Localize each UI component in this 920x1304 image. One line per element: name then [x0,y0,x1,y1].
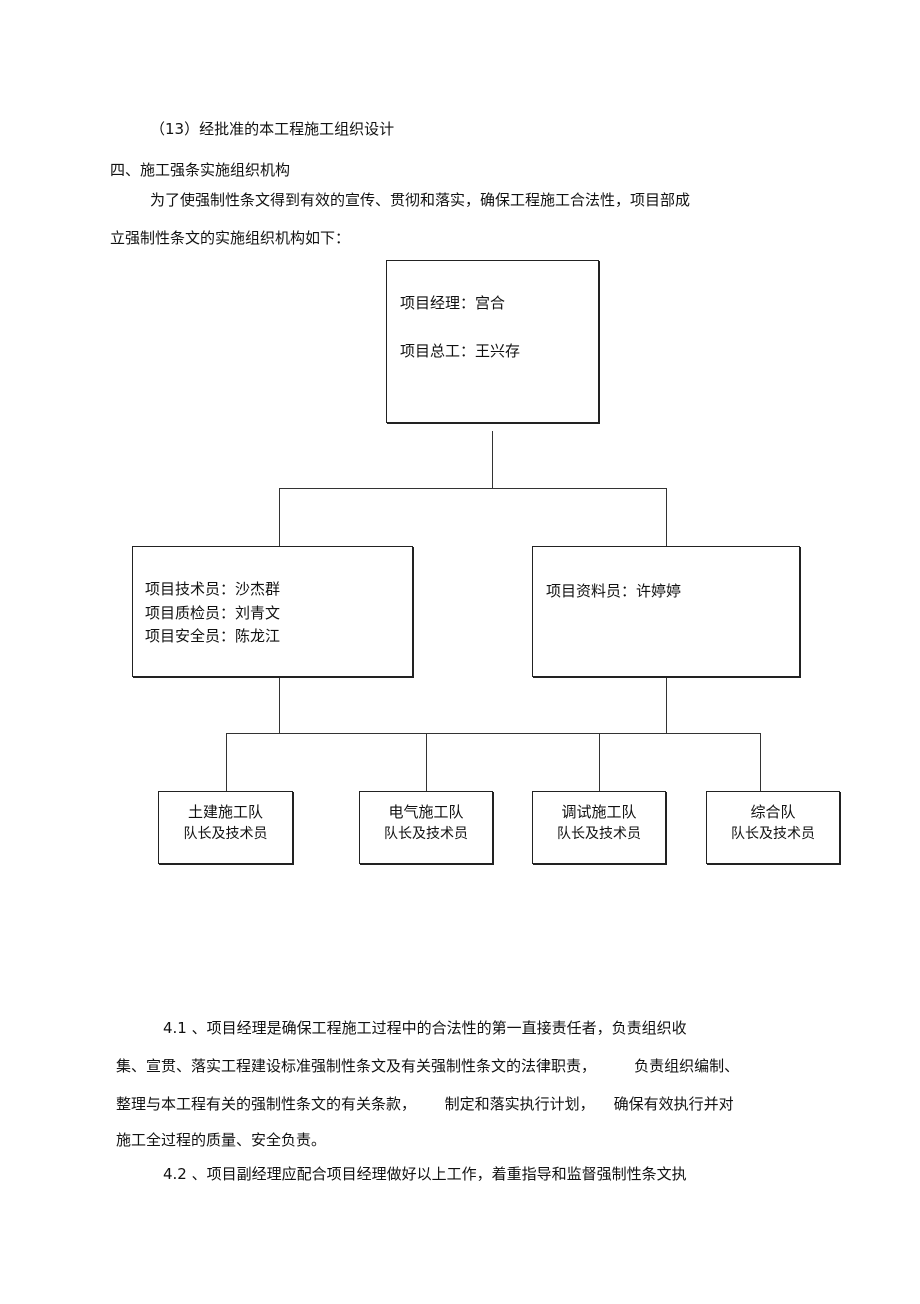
manager-line: 项目经理：宫合 [400,294,506,312]
technician-line: 项目技术员：沙杰群 [145,580,281,598]
intro-paragraph-line-1: 为了使强制性条文得到有效的宣传、贯彻和落实，确保工程施工合法性，项目部成 [150,191,691,209]
team-box-civil: 土建施工队 队长及技术员 [158,791,293,864]
intro-paragraph-line-2: 立强制性条文的实施组织机构如下： [110,229,351,247]
staff-box-left: 项目技术员：沙杰群 项目质检员：刘青文 项目安全员：陈龙江 [132,546,413,677]
connector-level1-bar [279,488,666,489]
staff-box-right: 项目资料员：许婷婷 [532,546,800,677]
team-box-electrical: 电气施工队 队长及技术员 [359,791,493,864]
section-4-1-line-1: 4.1 、项目经理是确保工程施工过程中的合法性的第一直接责任者，负责组织收 [163,1019,687,1037]
section-4-2-line-1: 4.2 、项目副经理应配合项目经理做好以上工作，着重指导和监督强制性条文执 [163,1165,687,1183]
team-name: 电气施工队 [388,803,464,821]
section-4-1-line-3: 整理与本工程有关的强制性条文的有关条款， 制定和落实执行计划， 确保有效执行并对 [116,1095,734,1113]
team-name: 土建施工队 [187,803,263,821]
team-name: 综合队 [750,803,796,821]
connector-team-4 [760,733,761,791]
section-heading: 四、施工强条实施组织机构 [110,161,291,179]
team-role: 队长及技术员 [384,826,468,842]
document-clerk-line: 项目资料员：许婷婷 [546,582,682,600]
team-box-commissioning: 调试施工队 队长及技术员 [532,791,666,864]
connector-team-1 [226,733,227,791]
connector-team-3 [599,733,600,791]
connector-right-down [666,488,667,546]
item-13: （13）经批准的本工程施工组织设计 [150,120,395,138]
team-role: 队长及技术员 [183,826,268,842]
quality-inspector-line: 项目质检员：刘青文 [145,604,281,622]
connector-top-down [492,431,493,488]
safety-officer-line: 项目安全员：陈龙江 [145,627,281,645]
connector-team-2 [426,733,427,791]
team-role: 队长及技术员 [557,826,641,842]
connector-left-down [279,488,280,546]
connector-left-to-teams [279,677,280,733]
section-4-1-line-4: 施工全过程的质量、安全负责。 [116,1131,327,1149]
section-4-1-line-2: 集、宣贯、落实工程建设标准强制性条文及有关强制性条文的法律职责， 负责组织编制、 [116,1057,740,1075]
chief-engineer-line: 项目总工：王兴存 [400,342,521,360]
team-name: 调试施工队 [561,803,637,821]
connector-teams-bar [226,733,760,734]
team-role: 队长及技术员 [731,826,815,842]
team-box-general: 综合队 队长及技术员 [706,791,840,864]
manager-box: 项目经理：宫合 项目总工：王兴存 [386,260,599,423]
connector-right-to-teams [666,677,667,733]
